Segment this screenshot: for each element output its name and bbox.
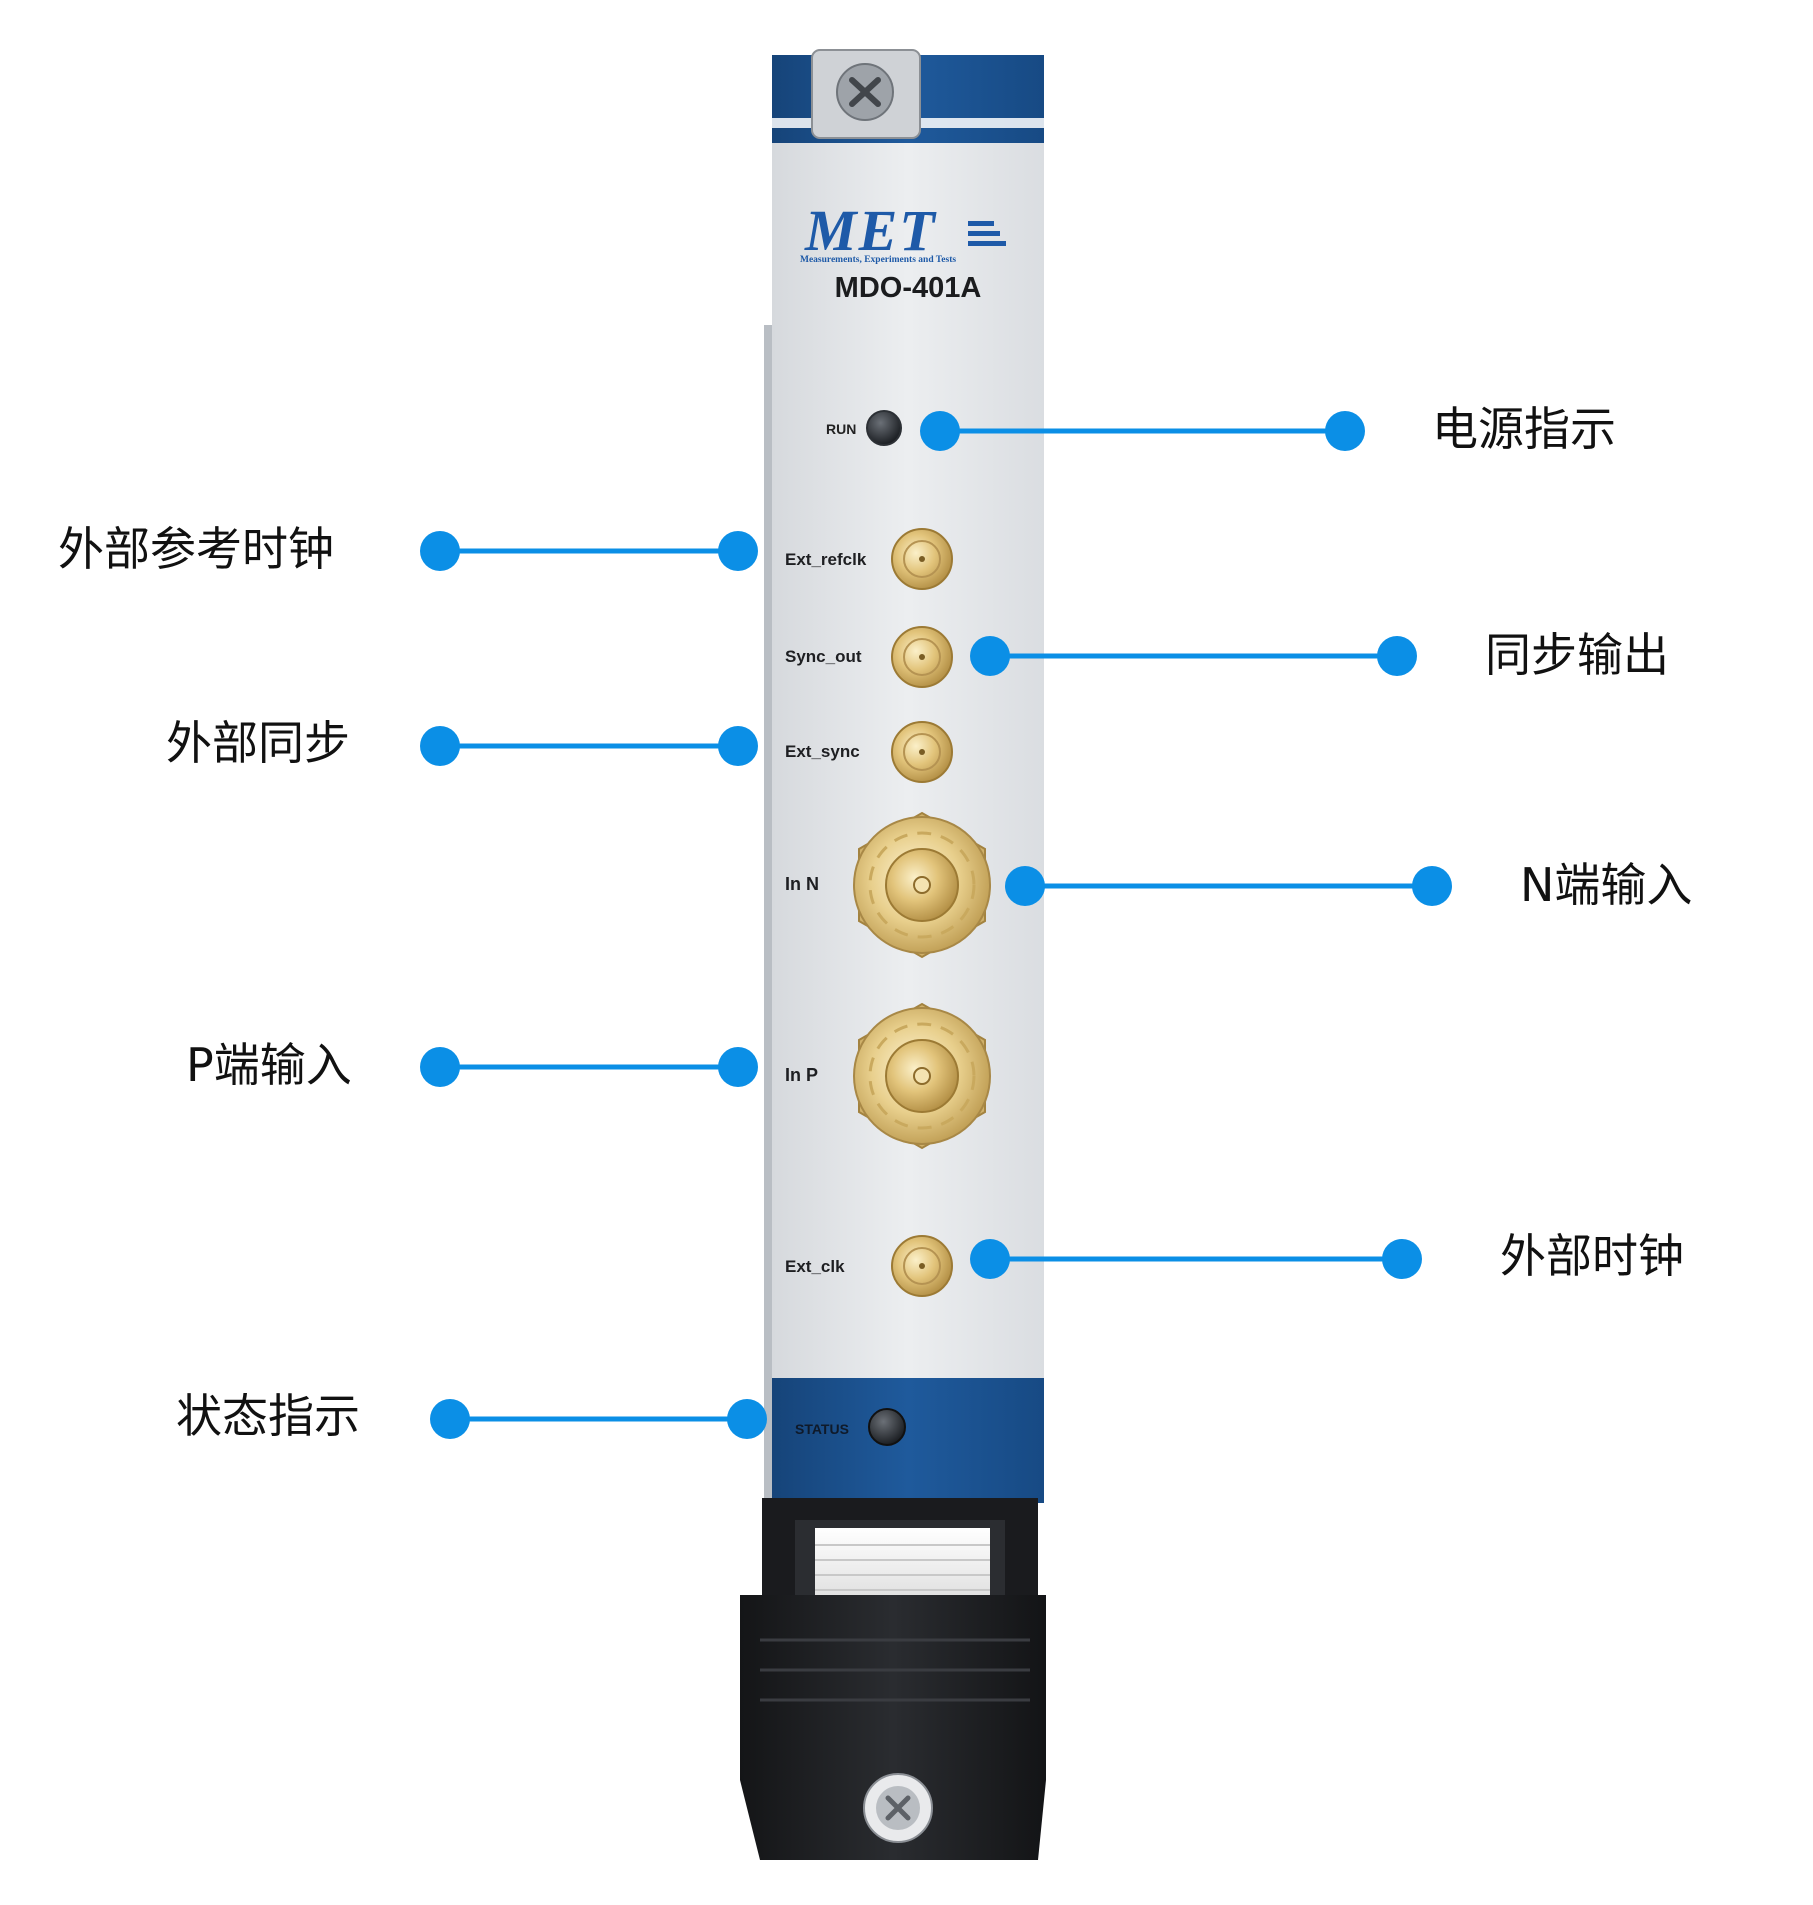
- ext-sync-connector-icon: [891, 721, 953, 783]
- brand-logo-lines-icon: [968, 221, 1006, 246]
- model-number: MDO-401A: [835, 272, 982, 304]
- bottom-blue-band: [772, 1378, 1044, 1503]
- handle-body: [740, 1595, 1046, 1860]
- callout-p-input: P端输入: [186, 1038, 352, 1092]
- in-p-connector-icon: [853, 1002, 991, 1150]
- ext-clk-label: Ext_clk: [785, 1257, 845, 1276]
- handle-latch-ribs: [815, 1528, 990, 1608]
- in-n-label: In N: [785, 874, 819, 894]
- callout-ext-ref-clock: 外部参考时钟: [58, 522, 334, 576]
- callout-ext-clock: 外部时钟: [1500, 1229, 1684, 1283]
- brand-logo: MET Measurements, Experiments and Tests: [800, 198, 1006, 265]
- run-led-icon: [866, 410, 902, 446]
- brand-tagline: Measurements, Experiments and Tests: [800, 255, 956, 265]
- in-p-label: In P: [785, 1065, 818, 1085]
- ejector-handle: [740, 1498, 1046, 1860]
- in-n-connector-icon: [853, 811, 991, 959]
- ext-sync-label: Ext_sync: [785, 742, 860, 761]
- sync-out-label: Sync_out: [785, 647, 862, 666]
- run-label: RUN: [826, 421, 856, 437]
- top-screw-cross-icon: [849, 77, 881, 107]
- status-led-icon: [868, 1408, 906, 1446]
- ext-refclk-connector-icon: [891, 528, 953, 590]
- brand-logo-text: MET: [804, 198, 937, 263]
- callout-n-input: N端输入: [1520, 858, 1693, 912]
- ext-refclk-label: Ext_refclk: [785, 550, 867, 569]
- callout-sync-output: 同步输出: [1485, 628, 1669, 682]
- callout-lines: [440, 428, 1432, 1422]
- callout-ext-sync: 外部同步: [166, 716, 350, 770]
- handle-grip-ridges: [760, 1638, 1030, 1702]
- callout-status-indicator: 状态指示: [176, 1389, 360, 1443]
- sync-out-connector-icon: [891, 626, 953, 688]
- handle-rib-lines: [815, 1544, 990, 1591]
- callout-power-indicator: 电源指示: [1432, 402, 1616, 456]
- callout-dots: [420, 411, 1452, 1439]
- status-label: STATUS: [795, 1421, 849, 1437]
- ext-clk-connector-icon: [891, 1235, 953, 1297]
- panel-side-edge: [764, 325, 772, 1525]
